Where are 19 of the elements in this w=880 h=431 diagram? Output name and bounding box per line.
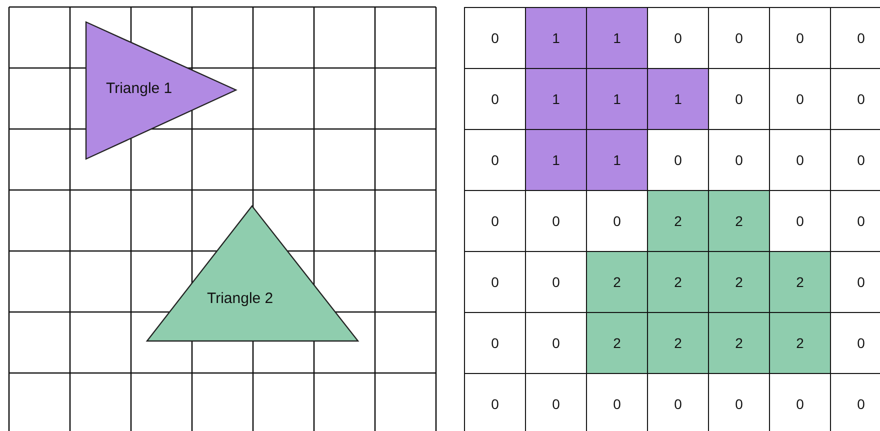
- table-cell: 2: [586, 312, 648, 374]
- table-cell: 1: [586, 7, 648, 69]
- table-cell: 1: [525, 129, 587, 191]
- table-cell: 1: [525, 7, 587, 69]
- table-cell: 1: [586, 129, 648, 191]
- table-cell: 2: [647, 190, 709, 252]
- table-cell: 1: [647, 68, 709, 130]
- table-cell: 2: [708, 190, 770, 252]
- table-cell: 1: [586, 68, 648, 130]
- table-cell: 2: [586, 251, 648, 313]
- shape-label: Triangle 1: [106, 80, 172, 97]
- table-cell: 2: [769, 251, 831, 313]
- table-cell: 2: [647, 251, 709, 313]
- table-cell: 2: [708, 251, 770, 313]
- table-cell: 2: [647, 312, 709, 374]
- table-cell: 2: [769, 312, 831, 374]
- shape-label: Triangle 2: [207, 290, 274, 307]
- table-cell: 1: [525, 68, 587, 130]
- table-cell: 2: [708, 312, 770, 374]
